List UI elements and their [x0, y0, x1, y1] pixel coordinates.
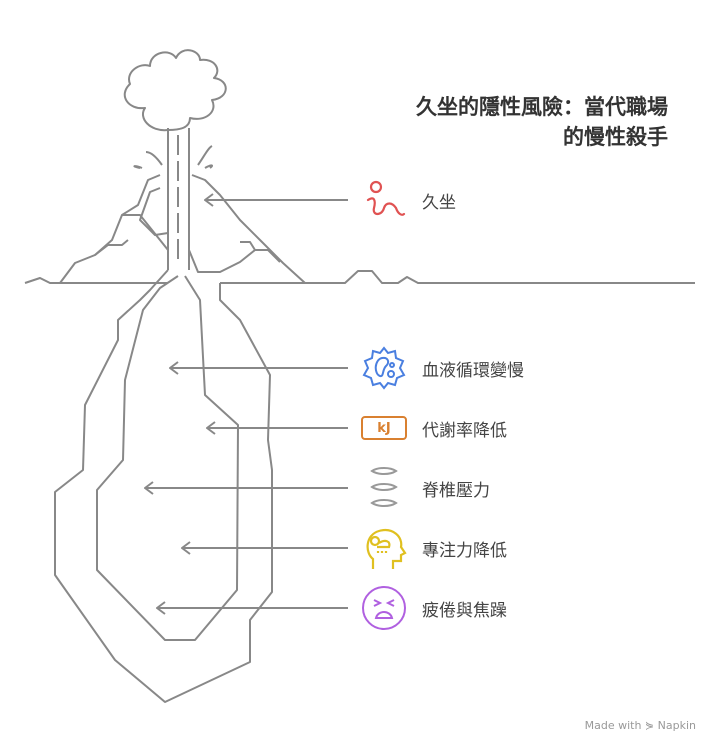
ridge-right [240, 241, 256, 251]
item-label: 疲倦與焦躁 [422, 600, 507, 621]
cone-right-inner [188, 249, 281, 273]
kj-badge: kJ [361, 416, 407, 440]
arrow-sitting [204, 193, 348, 207]
spine-icon [360, 464, 408, 512]
ground-line [24, 277, 168, 284]
splash [133, 145, 214, 169]
item-label: 脊椎壓力 [422, 480, 490, 501]
item-label: 代謝率降低 [422, 420, 507, 441]
ridge-left [122, 214, 169, 251]
kj-energy-icon: kJ [360, 404, 408, 452]
cone-left-inner [139, 187, 169, 236]
item-metabolism: kJ 代謝率降低 [360, 404, 507, 452]
cone-right [191, 174, 306, 284]
blood-cell-icon [360, 344, 408, 392]
cloud [123, 49, 227, 132]
arrow-metabolism [206, 421, 348, 435]
ground-line-right [220, 270, 695, 284]
underground-inner [96, 275, 239, 641]
item-label: 專注力降低 [422, 540, 507, 561]
item-spine: 脊椎壓力 [360, 464, 490, 512]
page-title: 久坐的隱性風險：當代職場 的慢性殺手 [416, 92, 668, 152]
arrow-circulation [169, 361, 348, 375]
arrow-spine [144, 481, 348, 495]
title-line-2: 的慢性殺手 [563, 125, 668, 149]
underground-outer [54, 269, 273, 703]
made-with-napkin-footer[interactable]: Made with ⋟ Napkin [584, 719, 696, 732]
item-focus: 專注力降低 [360, 524, 507, 572]
item-circulation: 血液循環變慢 [360, 344, 524, 392]
arrow-fatigue [156, 601, 348, 615]
item-label: 血液循環變慢 [422, 360, 524, 381]
arrows [144, 193, 348, 615]
cone-left [59, 174, 161, 284]
head-fog-icon [360, 524, 408, 572]
tired-face-icon [360, 584, 408, 632]
ridge-left2 [94, 239, 129, 256]
arrow-focus [181, 541, 348, 555]
sitting-person-icon [360, 176, 408, 224]
item-sitting: 久坐 [360, 176, 456, 224]
title-line-1: 久坐的隱性風險：當代職場 [416, 95, 668, 119]
item-label: 久坐 [422, 192, 456, 213]
item-fatigue: 疲倦與焦躁 [360, 584, 507, 632]
